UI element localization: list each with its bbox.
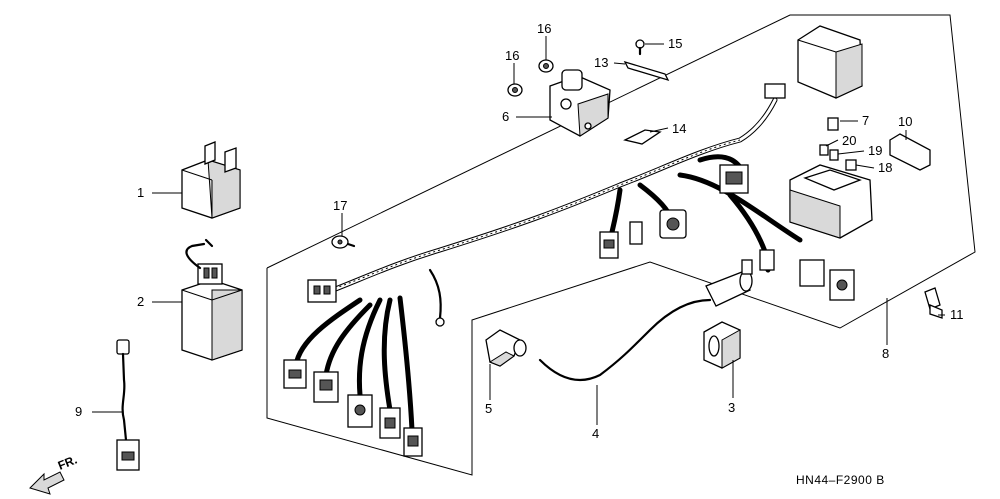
callout-14: 14 — [672, 121, 686, 136]
diagram-code: HN44–F2900 B — [796, 473, 885, 487]
fuse-19[interactable] — [829, 149, 839, 161]
bolt-15[interactable] — [635, 39, 645, 56]
callout-7: 7 — [862, 113, 869, 128]
leader-lines — [92, 36, 945, 425]
harness-connector-c[interactable] — [347, 394, 373, 428]
fuse-20[interactable] — [819, 144, 829, 156]
callout-16-lower: 16 — [505, 48, 519, 63]
callout-8: 8 — [882, 346, 889, 361]
harness-connector-mid-1[interactable] — [599, 231, 619, 259]
ignition-coil[interactable] — [538, 259, 753, 382]
callout-2: 2 — [137, 294, 144, 309]
sub-harness-lead[interactable] — [116, 339, 140, 471]
callout-3: 3 — [728, 400, 735, 415]
switch-unit[interactable] — [549, 69, 611, 137]
fuse-7[interactable] — [827, 117, 839, 131]
callout-1: 1 — [137, 185, 144, 200]
callout-19: 19 — [868, 143, 882, 158]
fuse-box-cover[interactable] — [797, 25, 863, 99]
harness-connector-mid-3[interactable] — [659, 209, 687, 239]
front-direction-label: FR. — [56, 453, 79, 473]
harness-connector-right-1[interactable] — [799, 259, 825, 287]
harness-group-outline — [266, 14, 976, 476]
callout-18: 18 — [878, 160, 892, 175]
spark-plug-cap[interactable] — [485, 329, 527, 367]
harness-connector-e[interactable] — [403, 427, 423, 457]
harness-connector-b[interactable] — [313, 371, 339, 403]
front-direction-arrow — [29, 471, 65, 495]
callout-9: 9 — [75, 404, 82, 419]
nut-16-lower[interactable] — [507, 83, 523, 97]
screw-17[interactable] — [331, 235, 356, 249]
callout-4: 4 — [592, 426, 599, 441]
harness-connector-right-3[interactable] — [759, 249, 775, 271]
harness-connector-right-2[interactable] — [829, 269, 855, 301]
band-14[interactable] — [623, 129, 662, 145]
callout-16-upper: 16 — [537, 21, 551, 36]
harness-end-terminal[interactable] — [764, 83, 786, 99]
fuse-18[interactable] — [845, 159, 857, 171]
clip-11[interactable] — [924, 287, 943, 319]
harness-connector-a[interactable] — [283, 359, 307, 389]
callout-5: 5 — [485, 401, 492, 416]
callout-11: 11 — [950, 307, 964, 322]
harness-connector-d[interactable] — [379, 407, 401, 439]
coil-rubber-mount[interactable] — [703, 321, 741, 369]
clamp-13[interactable] — [623, 60, 670, 82]
spare-fuse-holder-10[interactable] — [889, 133, 931, 171]
harness-ground-terminal[interactable] — [428, 268, 445, 327]
cdi-unit[interactable] — [181, 141, 241, 219]
main-wire-harness[interactable] — [293, 97, 803, 433]
nut-16-upper[interactable] — [538, 59, 554, 73]
harness-connector-mid-2[interactable] — [629, 221, 643, 245]
fuse-box[interactable] — [789, 164, 873, 239]
harness-connector-top[interactable] — [719, 164, 749, 194]
callout-13: 13 — [594, 55, 608, 70]
callout-15: 15 — [668, 36, 682, 51]
callout-17: 17 — [333, 198, 347, 213]
harness-connector-left-top[interactable] — [307, 279, 337, 303]
callout-6: 6 — [502, 109, 509, 124]
callout-10: 10 — [898, 114, 912, 129]
callout-20: 20 — [842, 133, 856, 148]
regulator-rectifier[interactable] — [181, 238, 243, 361]
